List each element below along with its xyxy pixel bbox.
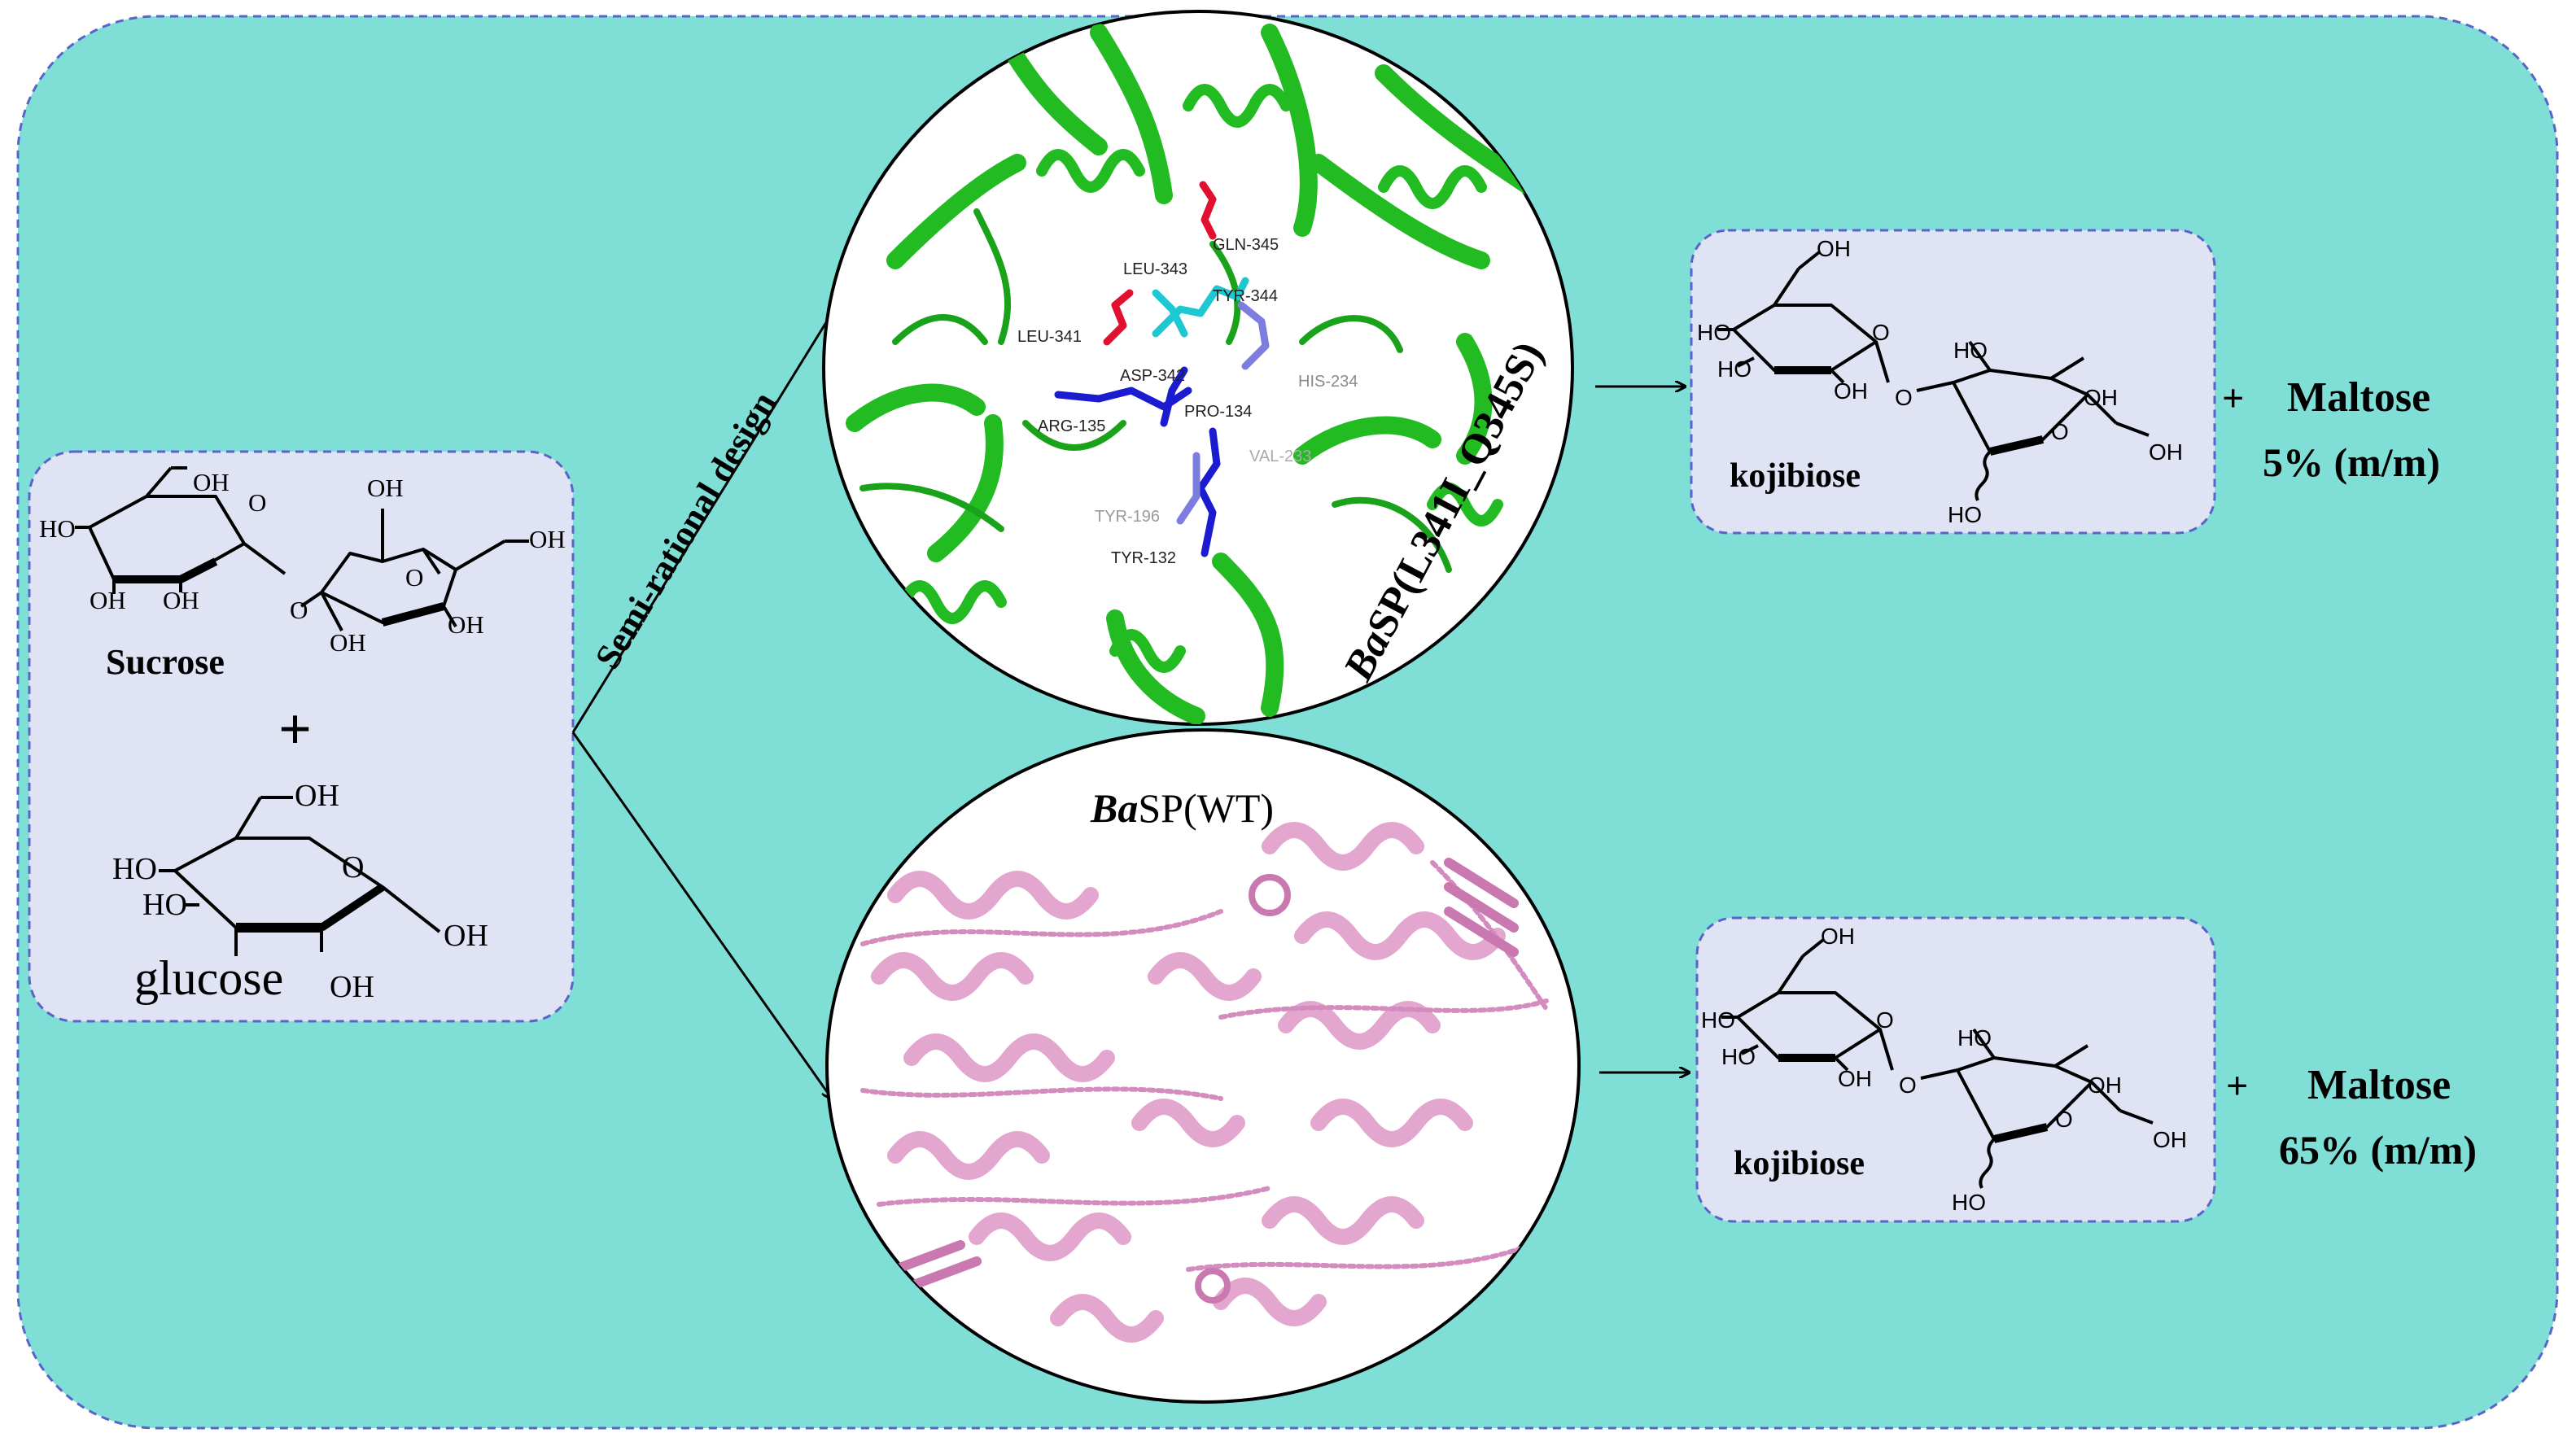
arrow-to-mutant (571, 303, 838, 733)
sucrose-structure (75, 466, 529, 631)
glucose-oh-5: OH (330, 970, 374, 1004)
sucrose-oh-3: OH (90, 586, 126, 614)
sucrose-oh-4: OH (163, 586, 199, 614)
wild-type-label: BaSP(WT) (1090, 785, 1274, 831)
kojibiose-structure-bottom (1721, 938, 2154, 1189)
residue-val233: VAL-233 (1249, 448, 1311, 465)
sucrose-oh-8: OH (330, 628, 366, 657)
sucrose-oh-1: OH (193, 468, 230, 496)
kojibiose-bottom-oh-6: OH (2088, 1072, 2122, 1098)
kojibiose-top-ring-o-2: O (2051, 419, 2069, 444)
residue-tyr132: TYR-132 (1111, 549, 1176, 567)
residue-gln345: GLN-345 (1213, 236, 1279, 254)
kojibiose-bottom-oh-8: HO (1952, 1190, 1986, 1215)
kojibiose-bottom-link-o: O (1899, 1072, 1917, 1098)
maltose-top-label: Maltose (2287, 374, 2430, 421)
kojibiose-top-oh-8: HO (1948, 502, 1982, 527)
sucrose-oh-7: OH (448, 610, 484, 639)
kojibiose-structure-top (1717, 251, 2150, 501)
residue-sticks (1054, 181, 1270, 557)
residue-asp342: ASP-342 (1120, 367, 1185, 385)
kojibiose-bottom-label: kojibiose (1734, 1145, 1865, 1182)
sucrose-oh-6: OH (529, 525, 566, 553)
glucose-structure (159, 796, 441, 956)
kojibiose-bottom-ring-o-1: O (1876, 1007, 1894, 1033)
residue-his234: HIS-234 (1298, 373, 1358, 391)
sucrose-label: Sucrose (106, 642, 225, 682)
kojibiose-top-oh-4: OH (1834, 378, 1868, 404)
kojibiose-top-ring-o-1: O (1872, 320, 1890, 345)
plus-sign-top: + (2222, 377, 2244, 420)
glucose-oh-2: HO (112, 852, 157, 886)
glucose-oh-1: OH (295, 779, 339, 813)
wild-type-structure-circle: BaSP(WT) (825, 728, 1581, 1404)
residue-pro134: PRO-134 (1184, 403, 1252, 421)
kojibiose-top-label: kojibiose (1730, 457, 1861, 495)
sucrose-oh-2: HO (39, 514, 76, 543)
residue-leu341: LEU-341 (1017, 328, 1082, 346)
fructose-ring-o: O (405, 563, 423, 592)
kojibiose-top-oh-7: OH (2149, 439, 2183, 465)
kojibiose-top-oh-2: HO (1697, 320, 1731, 345)
kojibiose-bottom-oh-2: HO (1701, 1007, 1735, 1033)
kojibiose-top-oh-6: OH (2084, 385, 2118, 410)
product-box-bottom: OH HO HO OH HO OH OH HO O O O kojibiose (1695, 916, 2216, 1223)
plus-sign-bottom: + (2226, 1064, 2248, 1107)
kojibiose-bottom-oh-1: OH (1821, 924, 1855, 949)
residue-tyr196: TYR-196 (1095, 508, 1160, 526)
sucrose-ring-o: O (248, 488, 266, 517)
maltose-top-ratio: 5% (m/m) (2263, 439, 2440, 485)
kojibiose-bottom-oh-5: HO (1957, 1025, 1992, 1051)
plus-sign-substrates: + (278, 697, 312, 762)
kojibiose-top-link-o: O (1895, 385, 1913, 410)
kojibiose-bottom-ring-o-2: O (2055, 1107, 2073, 1132)
kojibiose-bottom-oh-4: OH (1838, 1066, 1872, 1091)
kojibiose-top-oh-5: HO (1953, 338, 1988, 363)
kojibiose-bottom-oh-3: HO (1721, 1044, 1756, 1069)
residue-leu343: LEU-343 (1123, 260, 1187, 278)
residue-arg135: ARG-135 (1038, 417, 1105, 435)
sucrose-oh-5: OH (367, 474, 404, 502)
maltose-bottom-ratio: 65% (m/m) (2279, 1127, 2477, 1173)
glucose-label: glucose (134, 951, 283, 1005)
kojibiose-bottom-oh-7: OH (2153, 1127, 2187, 1152)
kojibiose-top-oh-3: HO (1717, 356, 1752, 382)
residue-tyr344: TYR-344 (1213, 287, 1278, 305)
kojibiose-top-oh-1: OH (1817, 236, 1851, 261)
substrate-box: OH HO OH OH OH OH OH OH O O O Sucrose + (28, 450, 575, 1023)
sucrose-link-o: O (290, 596, 308, 624)
glucose-oh-3: HO (142, 888, 187, 922)
glucose-oh-4: OH (444, 919, 488, 953)
glucose-ring-o: O (342, 850, 364, 885)
product-box-top: OH HO HO OH HO OH OH HO O O O kojibiose (1690, 229, 2216, 535)
arrow-to-wild-type (571, 732, 832, 1099)
maltose-bottom-label: Maltose (2307, 1062, 2451, 1108)
mutant-structure-circle: GLN-345 LEU-343 TYR-344 LEU-341 ASP-342 … (822, 10, 1574, 726)
